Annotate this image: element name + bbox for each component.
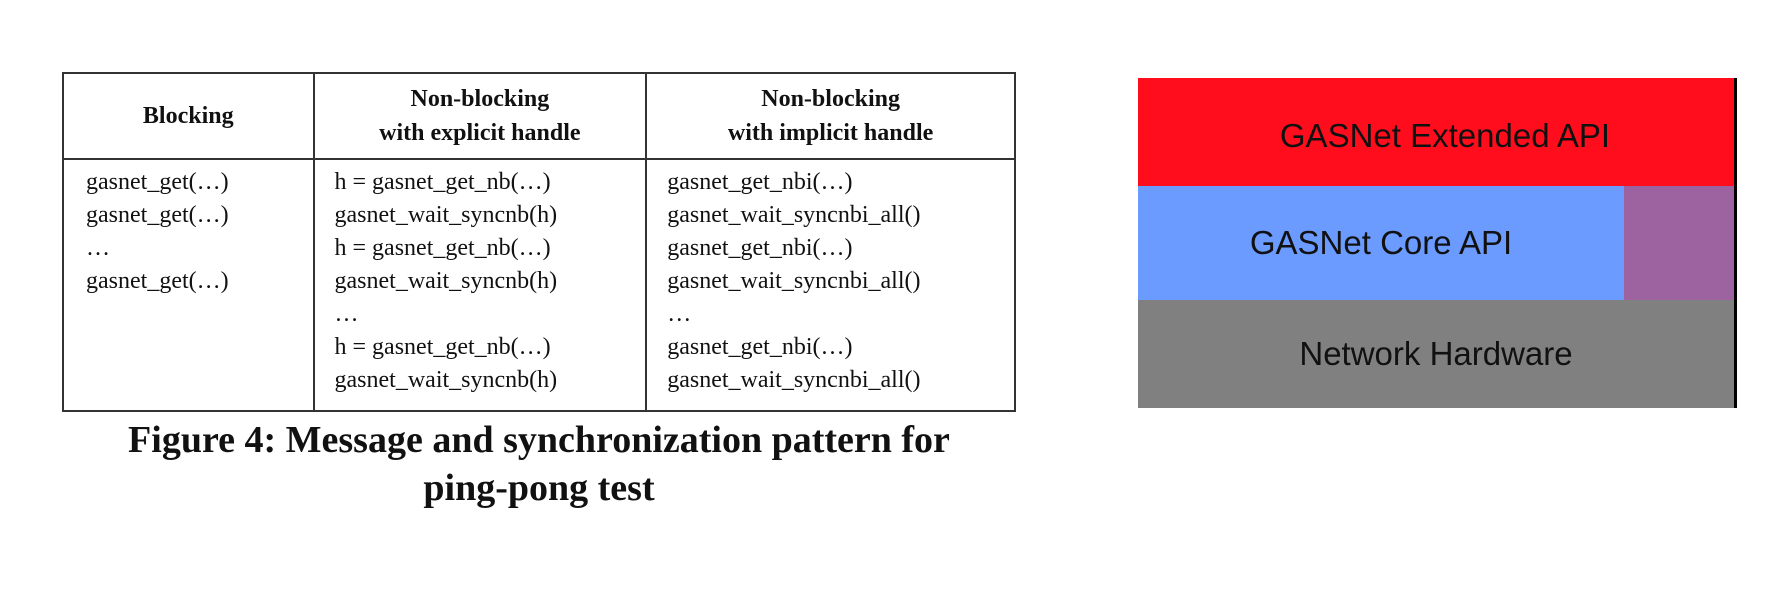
code-line: gasnet_wait_syncnbi_all() — [667, 202, 921, 228]
caption-line-2: ping-pong test — [423, 467, 655, 509]
caption-line-1: Figure 4: Message and synchronization pa… — [128, 419, 950, 461]
code-line: h = gasnet_get_nb(…) — [334, 169, 551, 195]
header-nonblocking-implicit: Non-blocking with implicit handle — [645, 72, 1016, 160]
table-body-row: gasnet_get(…) gasnet_get(…) … gasnet_get… — [62, 158, 1016, 412]
code-line: gasnet_wait_syncnbi_all() — [667, 268, 921, 294]
implicit-handle-code-cell: gasnet_get_nbi(…) gasnet_wait_syncnbi_al… — [645, 158, 1016, 412]
code-line: gasnet_wait_syncnb(h) — [334, 268, 558, 294]
code-line: h = gasnet_get_nb(…) — [334, 334, 551, 360]
core-api-label: GASNet Core API — [1249, 224, 1513, 261]
code-line: gasnet_wait_syncnb(h) — [334, 202, 558, 228]
header-line: Non-blocking — [761, 86, 900, 112]
header-line: Blocking — [142, 103, 234, 129]
blocking-code-cell: gasnet_get(…) gasnet_get(…) … gasnet_get… — [62, 158, 315, 412]
figure-caption: Figure 4: Message and synchronization pa… — [62, 416, 1016, 512]
gasnet-layer-diagram: GASNet Extended API GASNet Core API Netw… — [1138, 78, 1737, 408]
header-line: with explicit handle — [379, 120, 581, 146]
code-line: … — [334, 301, 359, 327]
code-line: h = gasnet_get_nb(…) — [334, 235, 551, 261]
header-blocking: Blocking — [62, 72, 315, 160]
code-line: gasnet_get(…) — [86, 202, 229, 228]
code-line: gasnet_get(…) — [86, 169, 229, 195]
sync-pattern-table: Blocking Non-blocking with explicit hand… — [62, 72, 1016, 412]
code-line: gasnet_get_nbi(…) — [667, 334, 853, 360]
extended-api-layer: GASNet Extended API — [1138, 78, 1734, 186]
header-line: Non-blocking — [410, 86, 550, 112]
core-api-layer: GASNet Core API — [1138, 186, 1624, 300]
code-line: gasnet_wait_syncnb(h) — [334, 367, 558, 393]
network-hardware-layer: Network Hardware — [1138, 300, 1734, 408]
code-line: gasnet_wait_syncnbi_all() — [667, 367, 921, 393]
table-header-row: Blocking Non-blocking with explicit hand… — [62, 72, 1016, 160]
network-hardware-label: Network Hardware — [1299, 335, 1573, 372]
extended-api-label: GASNet Extended API — [1279, 117, 1611, 154]
code-line: gasnet_get_nbi(…) — [667, 235, 853, 261]
header-line: with implicit handle — [727, 120, 934, 146]
code-line: … — [667, 301, 692, 327]
header-nonblocking-explicit: Non-blocking with explicit handle — [312, 72, 648, 160]
core-api-side-block — [1624, 186, 1734, 300]
explicit-handle-code-cell: h = gasnet_get_nb(…) gasnet_wait_syncnb(… — [312, 158, 648, 412]
code-line: gasnet_get_nbi(…) — [667, 169, 853, 195]
code-line: gasnet_get(…) — [86, 268, 229, 294]
code-line: … — [86, 235, 110, 261]
